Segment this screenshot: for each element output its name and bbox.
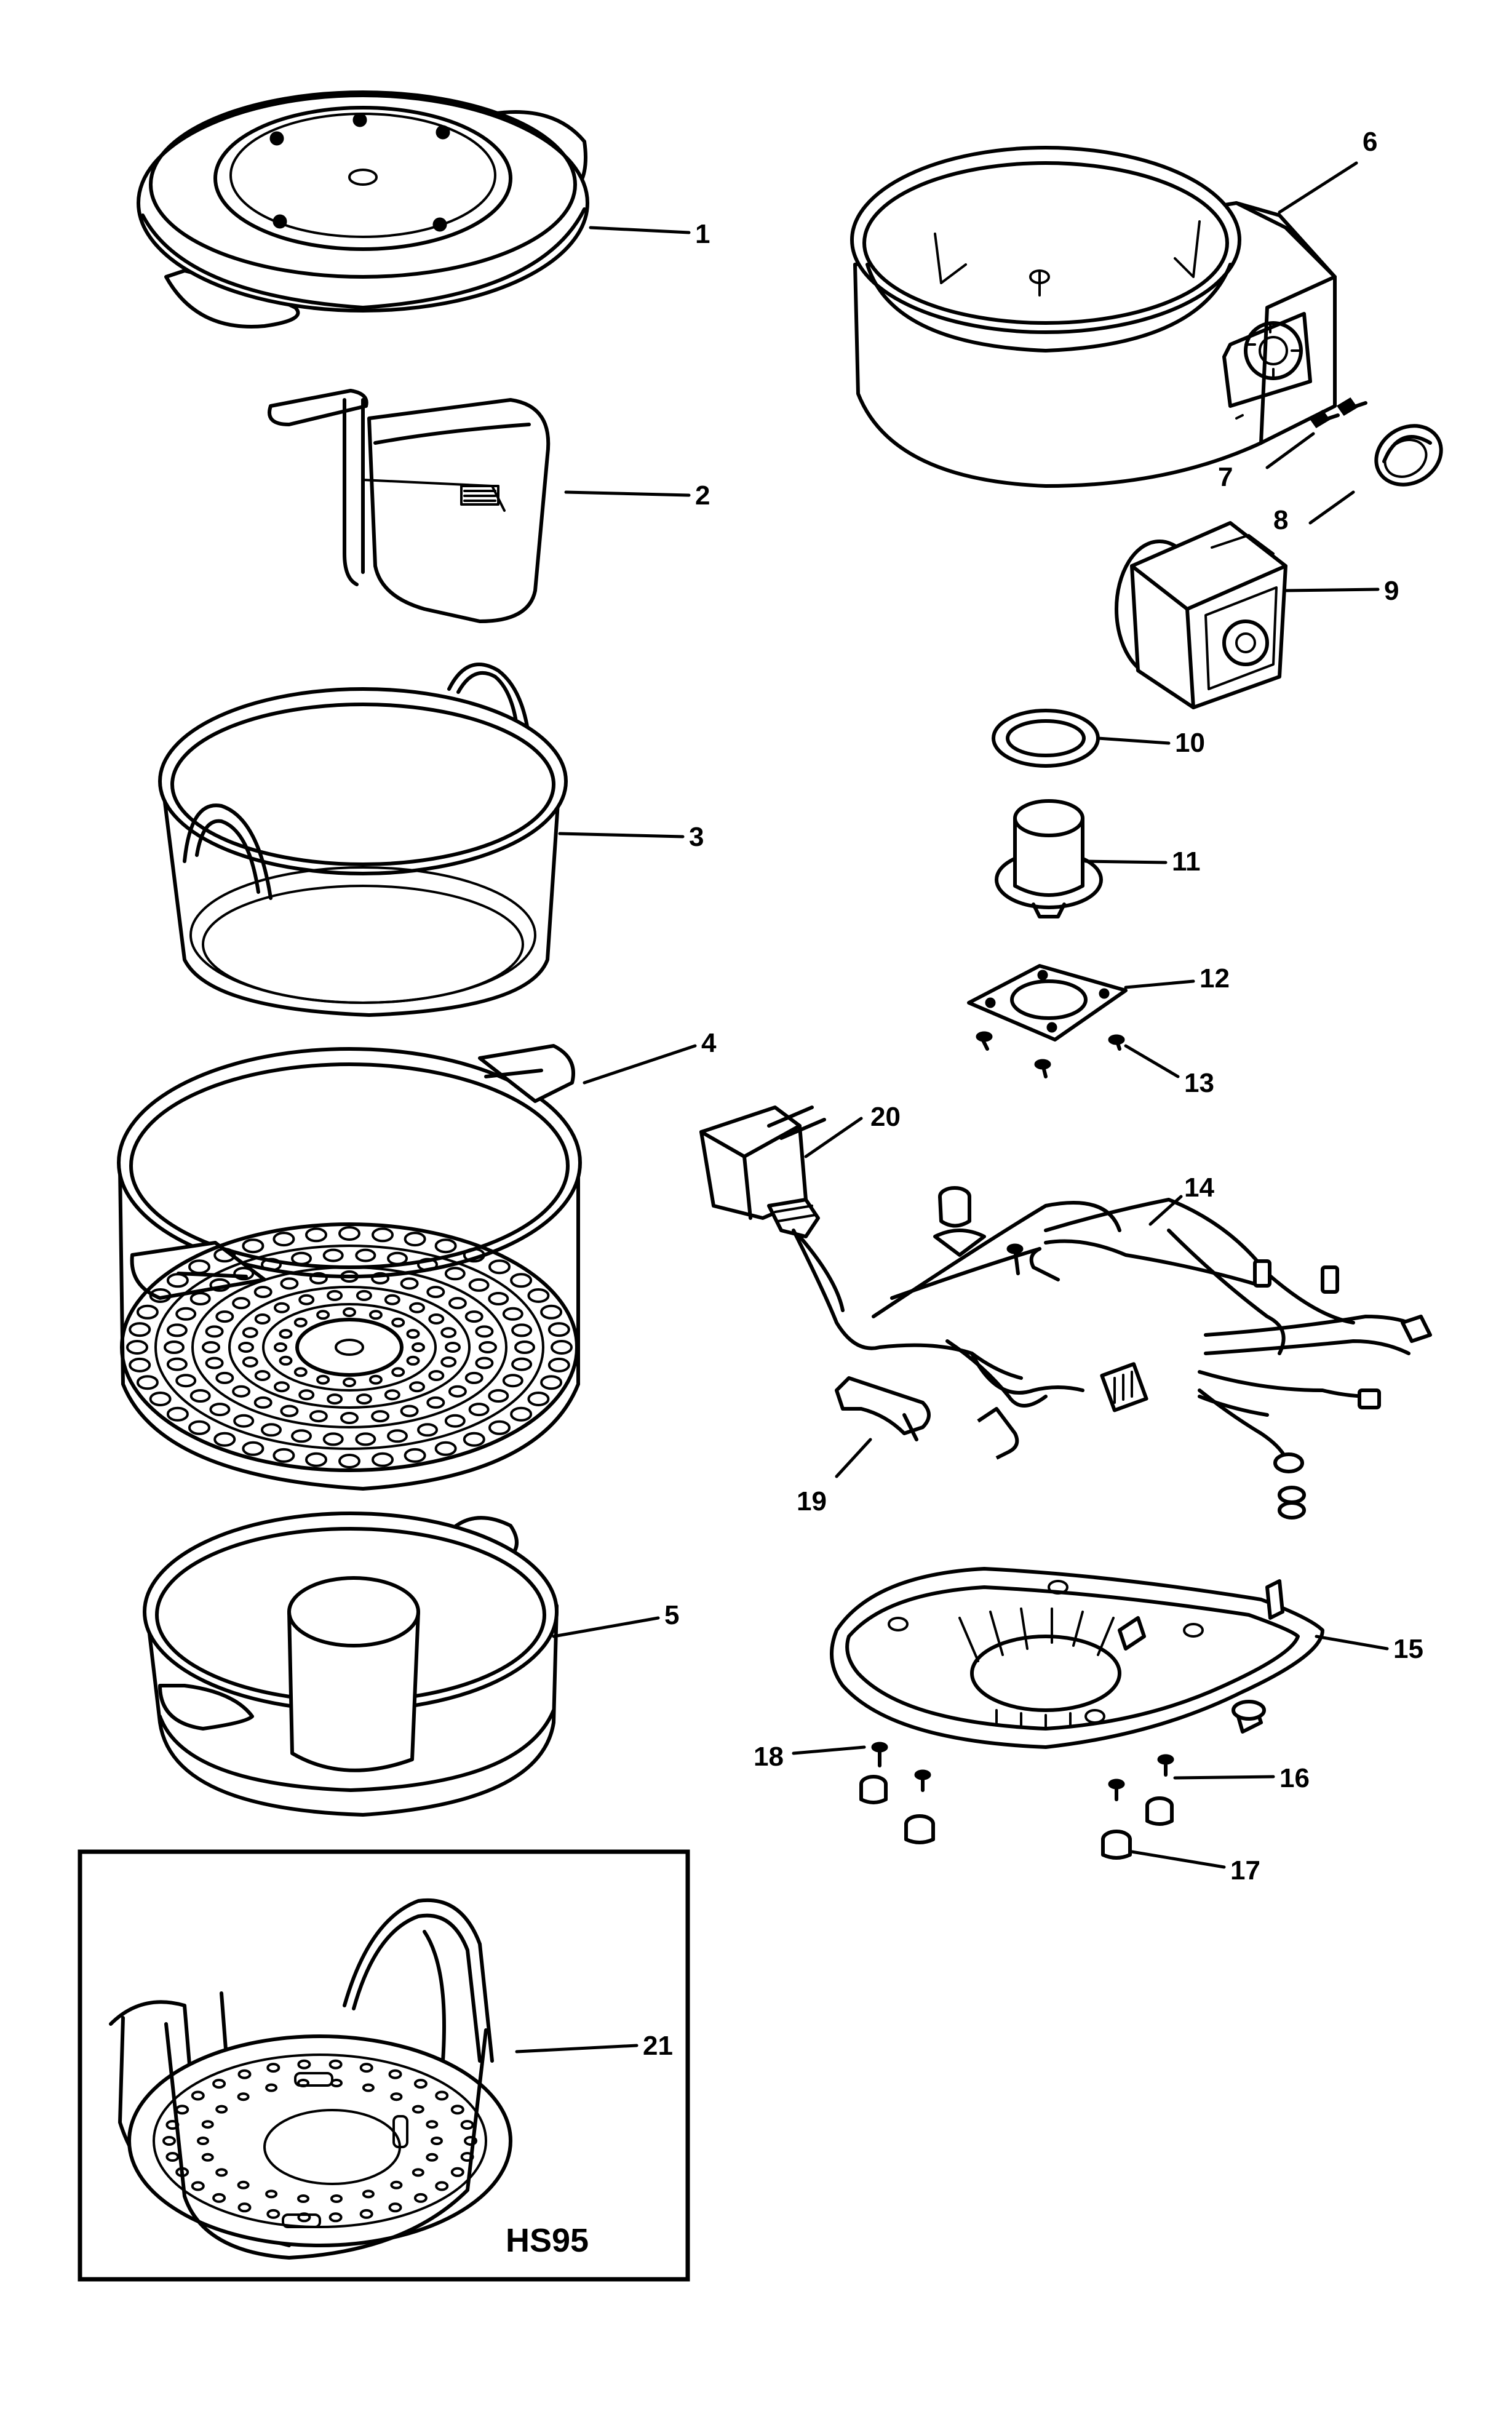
label-part-15: 15 bbox=[1393, 1634, 1423, 1664]
label-part-4: 4 bbox=[701, 1028, 717, 1058]
part-6-base-housing bbox=[850, 146, 1337, 488]
label-part-1: 1 bbox=[695, 219, 710, 249]
label-part-6: 6 bbox=[1363, 127, 1377, 157]
label-part-3: 3 bbox=[689, 822, 704, 852]
part-labels: 1 2 3 4 5 6 7 8 9 10 11 12 13 14 15 16 1… bbox=[643, 127, 1423, 2061]
part-2-small-basket bbox=[268, 389, 551, 623]
part-12-mounting-plate bbox=[967, 964, 1128, 1042]
label-part-2: 2 bbox=[695, 480, 710, 511]
model-label: HS95 bbox=[506, 2222, 589, 2259]
label-part-16: 16 bbox=[1279, 1763, 1310, 1793]
label-part-9: 9 bbox=[1384, 576, 1399, 606]
part-11-heating-element bbox=[995, 799, 1103, 918]
label-part-8: 8 bbox=[1273, 505, 1288, 535]
label-part-11: 11 bbox=[1172, 846, 1201, 877]
label-part-14: 14 bbox=[1184, 1173, 1214, 1203]
feet-and-screws bbox=[859, 1700, 1266, 1860]
label-part-10: 10 bbox=[1175, 728, 1205, 758]
part-10-seal-ring bbox=[992, 709, 1100, 768]
part-1-lid bbox=[137, 90, 589, 329]
part-15-base-plate bbox=[830, 1567, 1324, 1749]
label-part-17: 17 bbox=[1230, 1855, 1260, 1886]
label-part-19: 19 bbox=[797, 1486, 827, 1516]
part-3-steamer-bowl bbox=[158, 663, 568, 1017]
label-part-13: 13 bbox=[1184, 1068, 1214, 1098]
part-9-timer-switch bbox=[1115, 521, 1287, 709]
inset-hs95: HS95 bbox=[78, 1849, 690, 2282]
label-part-5: 5 bbox=[664, 1600, 679, 1630]
label-part-18: 18 bbox=[754, 1742, 784, 1772]
part-7-screws bbox=[1308, 397, 1367, 428]
label-part-20: 20 bbox=[870, 1102, 901, 1132]
washer-and-nut bbox=[1278, 1486, 1306, 1520]
basket-holes bbox=[126, 1226, 573, 1468]
part-20-plug bbox=[699, 1105, 826, 1238]
stand-holes bbox=[162, 2059, 477, 2223]
label-part-12: 12 bbox=[1200, 963, 1230, 994]
part-14-wiring bbox=[792, 1186, 1432, 1473]
leader-lines bbox=[515, 161, 1389, 2053]
label-part-21: 21 bbox=[643, 2031, 673, 2061]
part-4-perforated-basket bbox=[117, 1044, 582, 1491]
part-5-rice-bowl bbox=[143, 1512, 559, 1817]
part-8-knob bbox=[1374, 424, 1443, 487]
label-part-7: 7 bbox=[1218, 462, 1233, 492]
part-13-screws bbox=[976, 1031, 1125, 1078]
part-19-cable-clip bbox=[835, 1376, 931, 1441]
